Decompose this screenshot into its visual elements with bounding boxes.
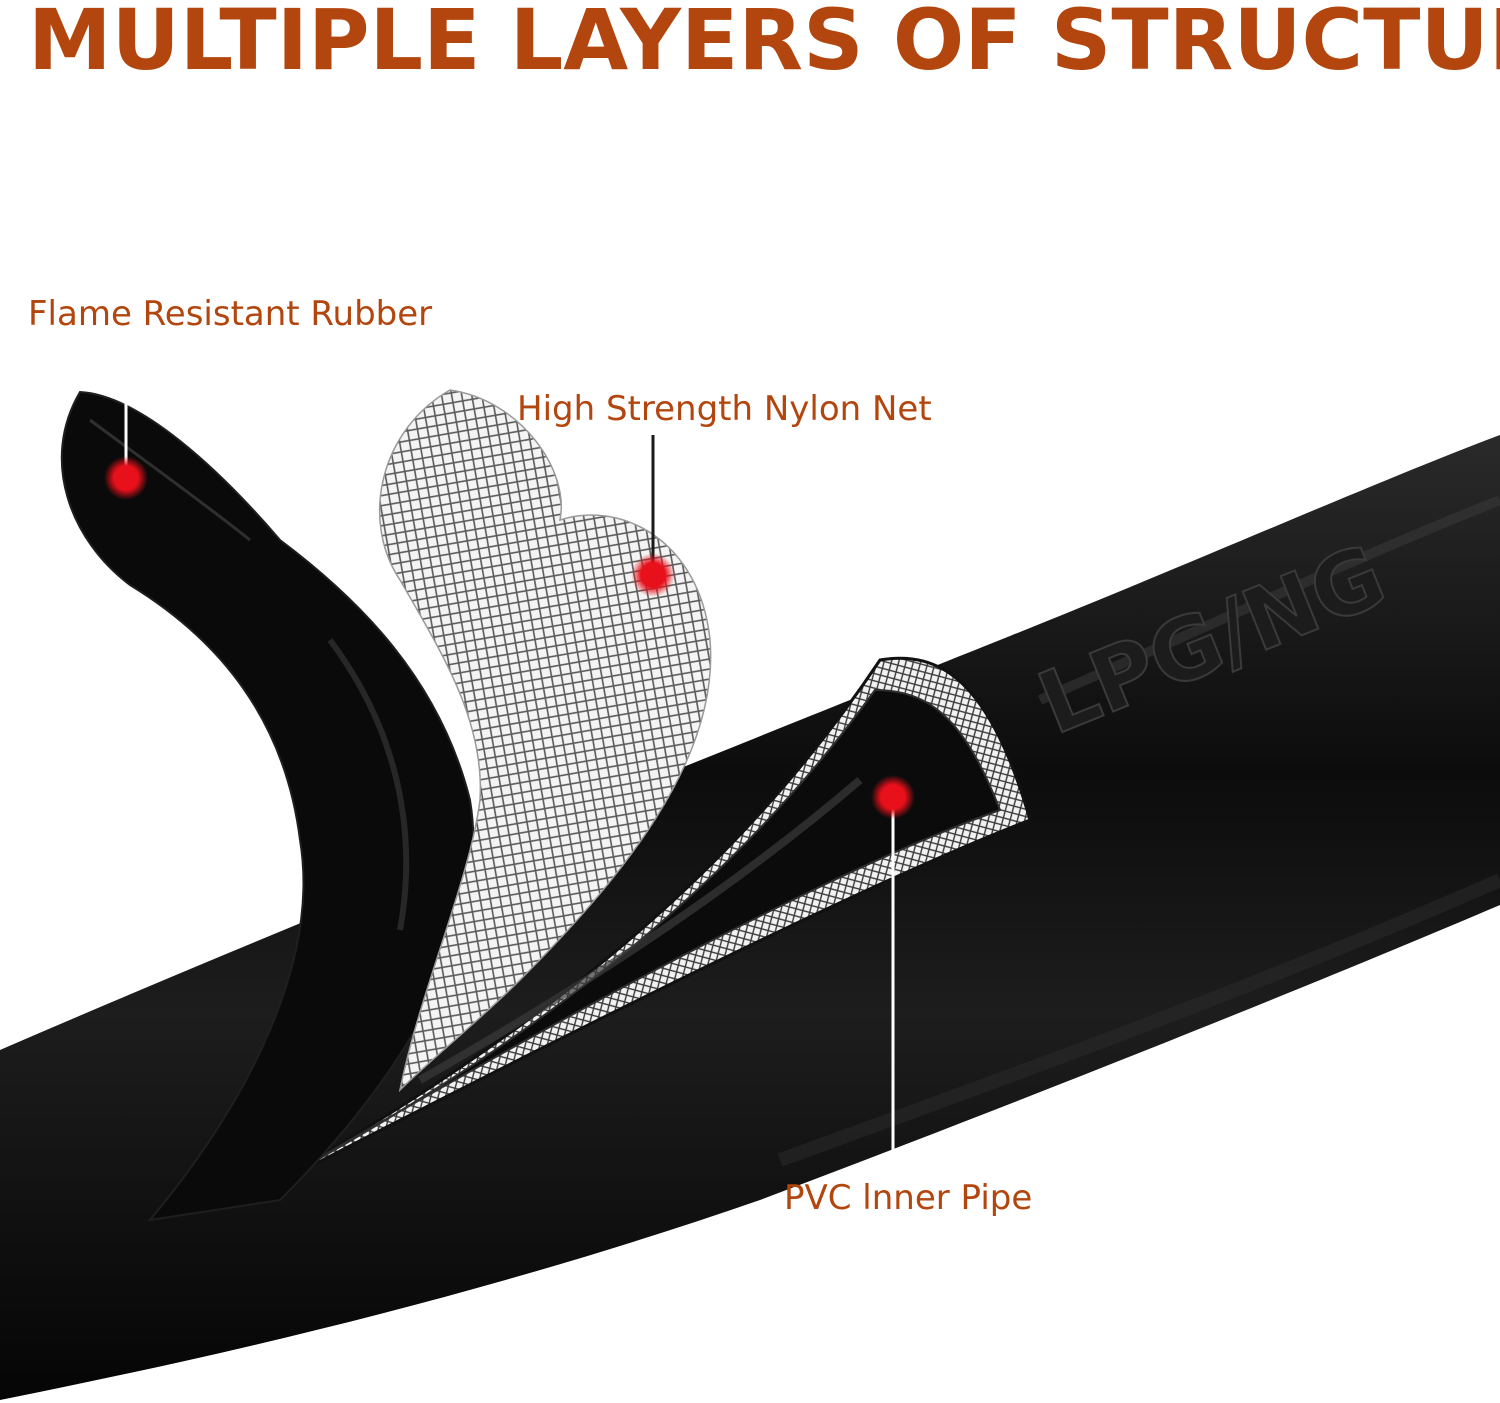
peeled-nylon-net <box>379 389 712 1093</box>
callout-label-pvc-inner-pipe: PVC lnner Pipe <box>784 1178 1033 1218</box>
callout-label-flame-resistant-rubber: Flame Resistant Rubber <box>28 294 433 334</box>
marker-nylon <box>631 553 675 597</box>
marker-rubber <box>104 456 148 500</box>
callout-label-high-strength-nylon-net: High Strength Nylon Net <box>517 389 932 429</box>
peeled-rubber-layer <box>60 390 475 1222</box>
marker-pvc <box>871 775 915 819</box>
page-title: MULTIPLE LAYERS OF STRUCTURE <box>28 0 1500 89</box>
